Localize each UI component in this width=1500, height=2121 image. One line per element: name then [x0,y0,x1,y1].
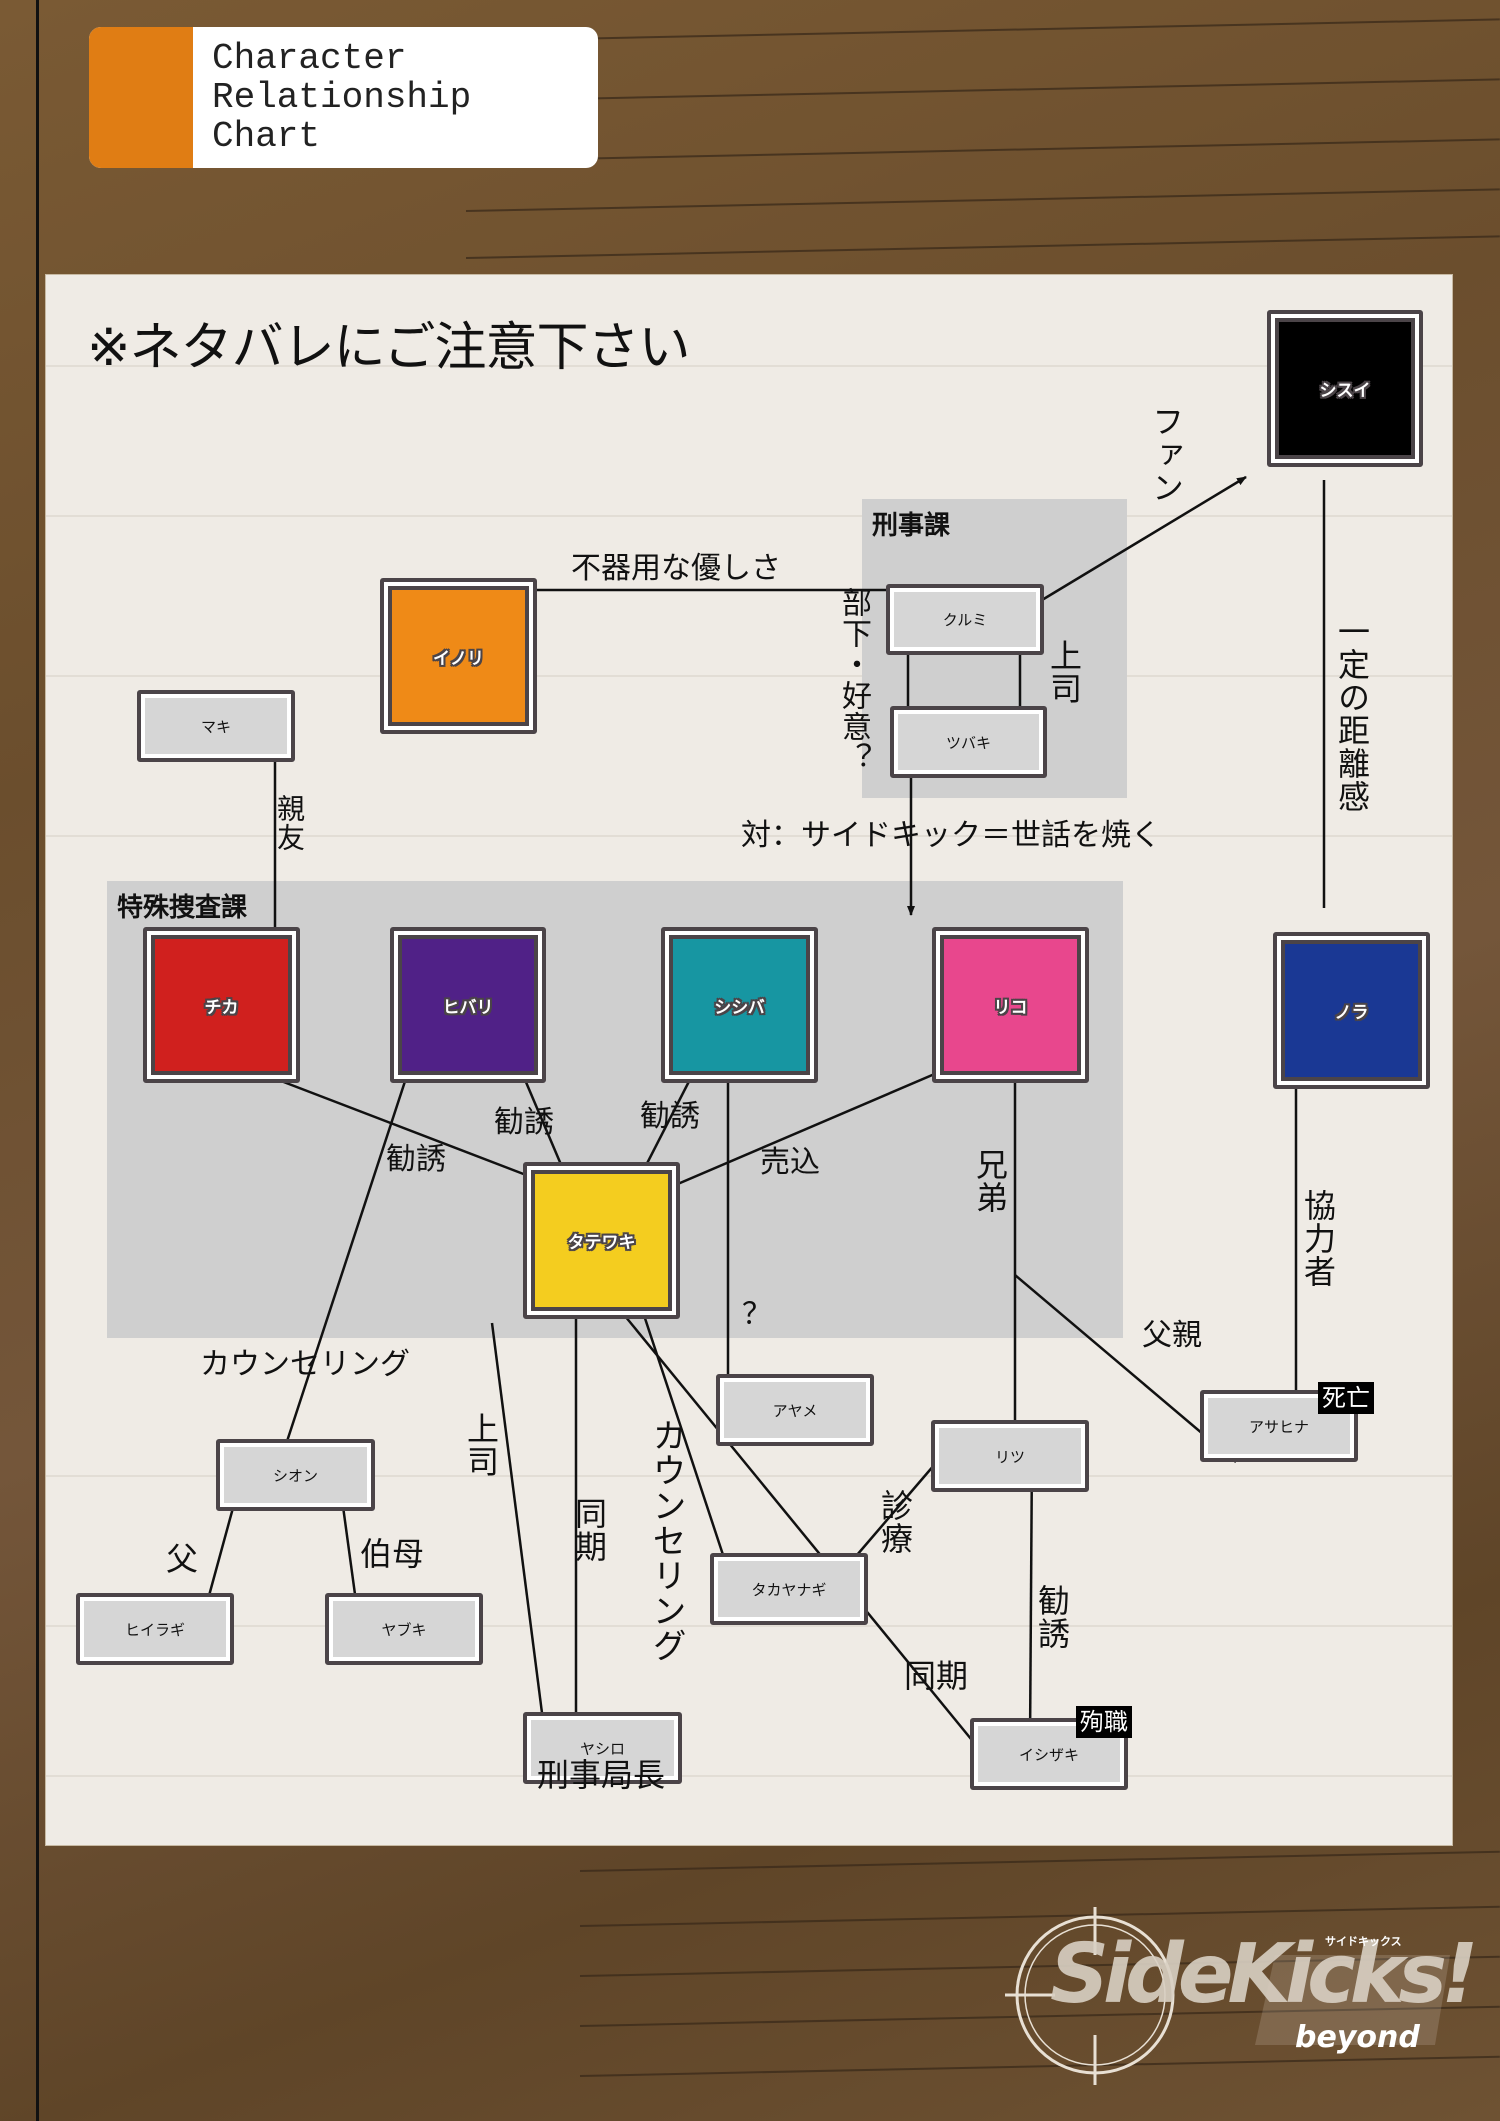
label-recruit-chika: 勧誘 [386,1142,446,1177]
label-recruit-hibari: 勧誘 [494,1105,554,1140]
label-aunt: 伯母 [360,1535,425,1573]
label-counseling-takayanagi: カウンセリング [646,1418,686,1663]
character-shishiba[interactable]: シシバ [661,927,818,1083]
character-name: アヤメ [772,1401,818,1420]
link-hibari-tatewaki [518,1067,567,1175]
label-brothers: 兄弟 [971,1148,1009,1214]
link-riko-asahina [1014,1274,1237,1463]
link-kurumi-shisui [1041,475,1247,602]
label-distance: 一定の距離感 [1333,615,1371,813]
logo-subtitle: beyond [1295,2020,1420,2055]
label-boss-kurumi: 上司 [1045,639,1083,705]
yashiro-title: 刑事局長 [537,1756,666,1794]
character-ayame[interactable]: アヤメ [716,1374,874,1446]
character-name: チカ [204,997,239,1018]
logo-kana: サイドキックス [1325,1935,1402,1948]
character-name: シオン [272,1466,318,1485]
link-chika-tatewaki [254,1069,561,1190]
label-cooperator: 協力者 [1299,1189,1337,1288]
character-tsubaki[interactable]: ツバキ [890,706,1047,778]
group-label: 刑事課 [872,511,951,541]
sidekicks-beyond-logo: SideKicks! サイドキックス beyond [995,1895,1478,2095]
label-fan: ファン [1147,405,1185,504]
relationship-lines [202,475,1326,1773]
link-riko-tatewaki [651,1056,973,1197]
title-accent-bar [89,27,193,168]
character-maki[interactable]: マキ [137,690,295,762]
status-badge-deceased: 死亡 [1318,1382,1374,1414]
link-tatewaki-ishizaki [606,1293,999,1773]
label-father: 父 [166,1540,199,1578]
spoiler-warning: ※ネタバレにご注意下さい [87,318,691,378]
link-hibari-shion [272,1062,413,1482]
label-recruit-shishiba: 勧誘 [640,1099,700,1134]
character-name: タカヤナギ [751,1580,827,1599]
character-name: ノラ [1334,1003,1369,1023]
label-best-friend: 親友 [273,794,306,852]
character-name: シシバ [714,997,765,1018]
character-ishizaki[interactable]: イシザキ [970,1718,1128,1790]
character-nora[interactable]: ノラ [1273,932,1430,1089]
label-father-asahina: 父親 [1142,1318,1202,1353]
character-name: クルミ [942,611,988,629]
label-same-term-ishizaki: 同期 [904,1657,969,1695]
relationship-sheet: ※ネタバレにご注意下さい 刑事課 特殊捜査課 [46,275,1452,1845]
character-name: ツバキ [945,733,991,752]
character-ritsu[interactable]: リツ [931,1420,1089,1492]
character-name: シスイ [1319,381,1371,401]
character-kurumi[interactable]: クルミ [886,584,1044,655]
label-clumsy-kindness: 不器用な優しさ [571,551,781,586]
label-same-term-yashiro: 同期 [570,1497,608,1563]
link-tatewaki-yashiro-boss [490,1322,544,1714]
character-name: ヒバリ [442,997,494,1018]
character-name: アサヒナ [1248,1417,1309,1436]
character-name: ヤシロ [579,1740,625,1758]
link-tatewaki-takayanagi [635,1293,729,1568]
character-name: ヒイラギ [124,1620,185,1639]
label-vs-sidekick: 対：サイドキック＝世話を焼く [741,818,1161,853]
link-ritsu-ishizaki [1028,1447,1034,1744]
character-chika[interactable]: チカ [143,927,300,1083]
chart-title: Character Relationship Chart [212,38,472,157]
character-tatewaki[interactable]: タテワキ [523,1162,680,1319]
label-subordinate-affection: 部下・好意？ [836,587,871,773]
character-hibari[interactable]: ヒバリ [390,927,546,1083]
binder-line [36,0,39,2121]
character-name: タテワキ [567,1233,636,1253]
character-shion[interactable]: シオン [216,1439,375,1511]
label-counseling-shion: カウンセリング [200,1347,410,1382]
character-riko[interactable]: リコ [932,927,1089,1083]
character-shisui[interactable]: シスイ [1267,310,1423,467]
logo-title: SideKicks! [1050,1927,1478,2022]
character-name: リツ [994,1447,1025,1466]
group-label: 特殊捜査課 [117,893,248,923]
label-recruit-ritsu: 勧誘 [1033,1584,1071,1650]
character-inori[interactable]: イノリ [380,578,537,734]
label-sold-self: 売込 [760,1145,820,1180]
character-name: イシザキ [1018,1745,1079,1764]
character-takayanagi[interactable]: タカヤナギ [710,1553,868,1625]
character-name: イノリ [433,648,484,669]
label-treatment: 診療 [876,1489,914,1555]
character-name: リコ [993,997,1028,1018]
crosshair-icon [1005,1907,1450,2085]
character-hiiragi[interactable]: ヒイラギ [76,1593,234,1665]
character-yashiro[interactable]: ヤシロ [523,1712,682,1784]
label-question: ？ [742,1297,772,1332]
label-boss-yashiro: 上司 [462,1412,500,1478]
chart-title-box: Character Relationship Chart [89,27,598,168]
character-name: ヤブキ [381,1620,427,1639]
character-yabuki[interactable]: ヤブキ [325,1593,483,1665]
character-name: マキ [200,717,231,736]
status-badge-killed-on-duty: 殉職 [1076,1706,1132,1738]
